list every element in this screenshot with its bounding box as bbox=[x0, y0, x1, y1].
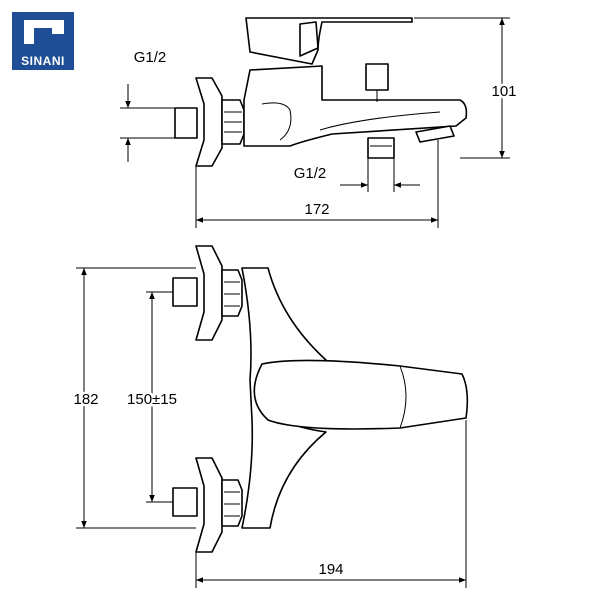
side-wall-rosette bbox=[195, 77, 223, 167]
side-spout-aerator bbox=[415, 125, 455, 143]
height-label: 101 bbox=[491, 83, 516, 100]
body-contour bbox=[261, 102, 292, 141]
top-lower-rosette bbox=[195, 457, 223, 553]
inlet-thread-label: G1/2 bbox=[134, 49, 167, 66]
side-diverter-knob bbox=[365, 63, 389, 91]
top-view: 182 150±15 194 bbox=[71, 245, 469, 588]
side-lever-handle bbox=[245, 17, 413, 65]
top-lower-inlet-pipe bbox=[172, 487, 198, 517]
top-upper-inlet-pipe bbox=[172, 277, 198, 307]
inlet-spacing-label: 150±15 bbox=[127, 391, 177, 408]
side-mixer-body bbox=[243, 65, 468, 147]
length-label: 172 bbox=[304, 201, 329, 218]
logo-text: SINANI bbox=[21, 54, 65, 68]
top-upper-rosette bbox=[195, 245, 223, 341]
logo-mark bbox=[24, 20, 64, 44]
side-shower-outlet bbox=[367, 137, 395, 159]
body-contour bbox=[319, 111, 441, 131]
side-inlet-pipe bbox=[174, 107, 198, 139]
outlet-thread-label: G1/2 bbox=[294, 165, 327, 182]
spout-contour bbox=[399, 365, 407, 429]
depth-label: 194 bbox=[318, 561, 343, 578]
top-spout bbox=[253, 359, 469, 430]
side-view: G1/2 G1/2 101 172 bbox=[120, 17, 519, 228]
top-mixer-body bbox=[241, 267, 327, 529]
overall-width-label: 182 bbox=[73, 391, 98, 408]
top-upper-nut bbox=[221, 269, 243, 317]
brand-logo: SINANI bbox=[12, 12, 74, 70]
side-handle-cartridge bbox=[299, 21, 319, 57]
top-lower-nut bbox=[221, 479, 243, 527]
